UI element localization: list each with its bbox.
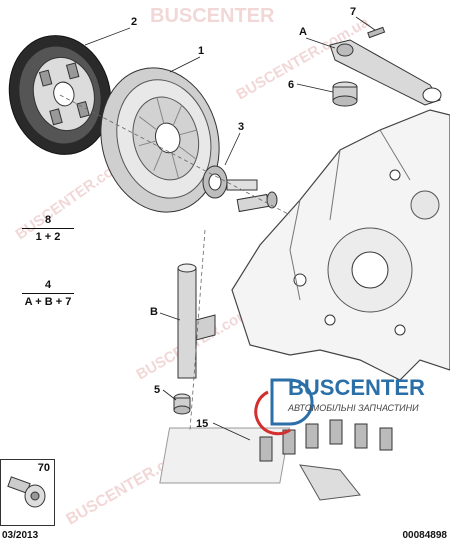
callout-2: 2 (131, 16, 137, 28)
guide-sleeve (236, 191, 278, 213)
callout-6: 6 (288, 79, 294, 91)
callout-B: B (150, 306, 158, 318)
gearbox-housing (231, 109, 450, 381)
bolt-icon (7, 476, 46, 508)
shaft-bush (173, 393, 191, 415)
kit-equation-4: 4 A + B + 7 (18, 279, 78, 308)
bolt-set (159, 419, 393, 501)
callout-15: 15 (196, 418, 208, 430)
clutch-fork (329, 26, 442, 106)
watermark-text-top: BUSCENTER (150, 5, 275, 27)
date-code: 03/2013 (2, 530, 39, 541)
fork-pivot-bush (332, 81, 358, 107)
callout-A: A (299, 26, 307, 38)
inset-number: 70 (37, 462, 50, 474)
inset-part-70: 70 (0, 459, 55, 526)
reference-code: 00084898 (402, 530, 448, 541)
kit-equation-8-top: 8 (44, 214, 52, 226)
callout-7: 7 (350, 6, 356, 18)
axis-line (59, 94, 291, 216)
kit-equation-8-bottom: 1 + 2 (35, 231, 61, 243)
brand-subtitle: АВТОМОБІЛЬНІ ЗАПЧАСТИНИ (288, 403, 419, 413)
kit-equation-4-bottom: A + B + 7 (24, 296, 72, 308)
kit-equation-4-top: 4 (44, 279, 52, 291)
release-bearing (202, 165, 258, 199)
kit-equation-8-divider (22, 228, 74, 229)
pressure-plate (100, 67, 220, 213)
kit-equation-8: 8 1 + 2 (18, 214, 78, 243)
brand-watermark: BUSCENTER АВТОМОБІЛЬНІ ЗАПЧАСТИНИ (255, 371, 445, 431)
brand-logo-mark (254, 378, 314, 436)
brand-name: BUSCENTER (288, 375, 425, 400)
callout-3: 3 (238, 121, 244, 133)
callout-1: 1 (198, 45, 204, 57)
callout-5: 5 (154, 384, 160, 396)
shaft-axis-line (189, 229, 206, 431)
kit-equation-4-divider (22, 293, 74, 294)
fork-shaft (177, 263, 216, 379)
leader-lines (84, 16, 376, 441)
